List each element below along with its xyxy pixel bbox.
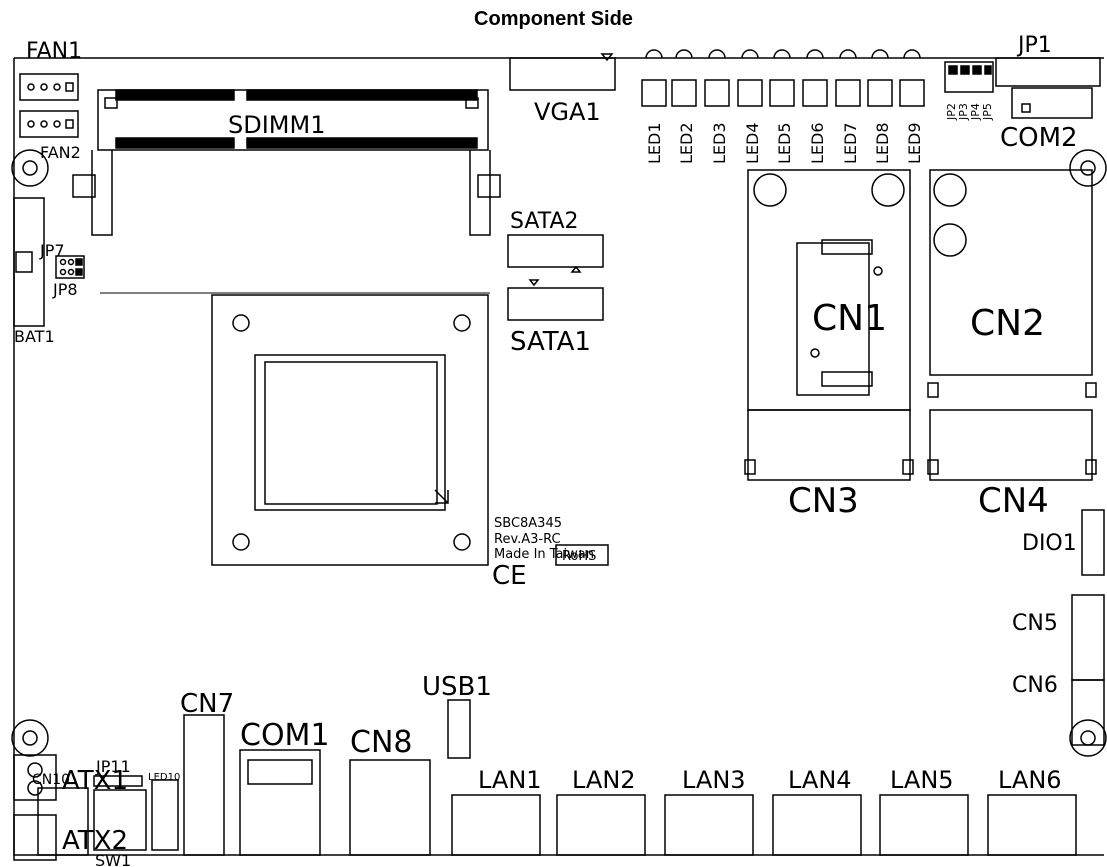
label-sata1: SATA1 <box>510 327 591 357</box>
label-cn7: CN7 <box>180 689 234 719</box>
atx2-connector <box>13 814 57 861</box>
label-jp7: JP7 <box>39 241 65 260</box>
label-cn10: CN10 <box>32 772 70 788</box>
cn5-connector <box>1071 594 1105 681</box>
label-cn3: CN3 <box>788 481 859 521</box>
label-bat1: BAT1 <box>14 327 55 346</box>
label-model: SBC8A345 <box>494 516 562 531</box>
label-made: Made In Taiwan <box>494 547 594 562</box>
cpu-heatsink-area <box>211 294 489 566</box>
label-fan1: FAN1 <box>26 39 82 64</box>
label-com1: COM1 <box>240 718 330 753</box>
diagram-title: Component Side <box>474 8 633 30</box>
cn3-slot <box>747 409 911 481</box>
jp1-header <box>995 57 1101 87</box>
dio1-header <box>1081 509 1105 576</box>
mounting-hole-tl <box>11 149 49 187</box>
label-led2: LED2 <box>677 122 696 164</box>
mounting-hole-tr <box>1069 149 1107 187</box>
label-sdimm1: SDIMM1 <box>228 111 325 139</box>
ce-mark: CE <box>492 561 527 591</box>
usb1-header <box>447 699 471 759</box>
label-cn2: CN2 <box>970 303 1045 344</box>
label-led10: LED10 <box>148 772 180 783</box>
label-jp4: JP4 <box>969 103 982 121</box>
cn8-connector <box>349 759 431 856</box>
com2-header <box>1011 87 1093 119</box>
sata1-connector <box>507 287 604 321</box>
cn10-connector <box>37 787 89 856</box>
sata2-connector <box>507 234 604 268</box>
label-atx2: ATX2 <box>62 826 128 856</box>
label-led1: LED1 <box>645 122 664 164</box>
label-lan6: LAN6 <box>998 766 1062 794</box>
label-led6: LED6 <box>808 122 827 164</box>
fan2-connector <box>19 110 79 138</box>
label-led9: LED9 <box>905 122 924 164</box>
label-com2: COM2 <box>1000 123 1078 153</box>
com1-connector <box>239 749 321 856</box>
label-led3: LED3 <box>710 122 729 164</box>
led10-indicator <box>151 779 179 851</box>
label-vga1: VGA1 <box>534 98 601 126</box>
label-dio1: DIO1 <box>1022 531 1077 556</box>
jp2-jp5-jumpers <box>944 61 994 93</box>
label-rohs: RoHS <box>562 549 596 564</box>
rohs-mark <box>555 544 609 566</box>
label-rev: Rev.A3-RC <box>494 532 561 547</box>
label-sata2: SATA2 <box>510 209 579 234</box>
label-usb1: USB1 <box>422 672 492 702</box>
cn6-connector <box>1071 679 1105 746</box>
label-lan2: LAN2 <box>572 766 636 794</box>
bat1-battery <box>13 197 45 327</box>
jp11-jumper <box>93 775 143 787</box>
label-lan1: LAN1 <box>478 766 542 794</box>
label-jp1: JP1 <box>1016 33 1052 58</box>
label-jp8: JP8 <box>52 280 78 299</box>
label-jp11: JP11 <box>95 757 131 776</box>
label-cn4: CN4 <box>978 481 1049 521</box>
atx1-connector <box>13 754 57 801</box>
label-led5: LED5 <box>775 122 794 164</box>
lan-ports <box>451 794 1077 856</box>
label-sw1: SW1 <box>95 851 131 867</box>
label-lan3: LAN3 <box>682 766 746 794</box>
label-cn1: CN1 <box>812 298 887 339</box>
label-fan2: FAN2 <box>40 143 81 162</box>
label-atx1: ATX1 <box>62 766 128 796</box>
label-lan4: LAN4 <box>788 766 852 794</box>
label-led7: LED7 <box>841 122 860 164</box>
mounting-hole-br <box>1069 719 1107 757</box>
vga1-connector <box>509 57 616 91</box>
mounting-hole-bl <box>11 719 49 757</box>
label-jp2: JP2 <box>945 103 958 121</box>
label-led8: LED8 <box>873 122 892 164</box>
label-led4: LED4 <box>743 122 762 164</box>
label-jp5: JP5 <box>981 103 994 121</box>
label-cn5: CN5 <box>1012 611 1058 636</box>
cn4-slot <box>929 409 1093 481</box>
label-lan5: LAN5 <box>890 766 954 794</box>
label-jp3: JP3 <box>957 103 970 121</box>
label-cn8: CN8 <box>350 725 412 760</box>
sw1-switch <box>93 789 147 851</box>
cn2-slot <box>929 169 1093 376</box>
label-cn6: CN6 <box>1012 673 1058 698</box>
led-row <box>641 49 925 107</box>
cn7-connector <box>183 714 225 856</box>
jp7-jp8-jumper <box>55 255 85 279</box>
fan1-connector <box>19 73 79 101</box>
